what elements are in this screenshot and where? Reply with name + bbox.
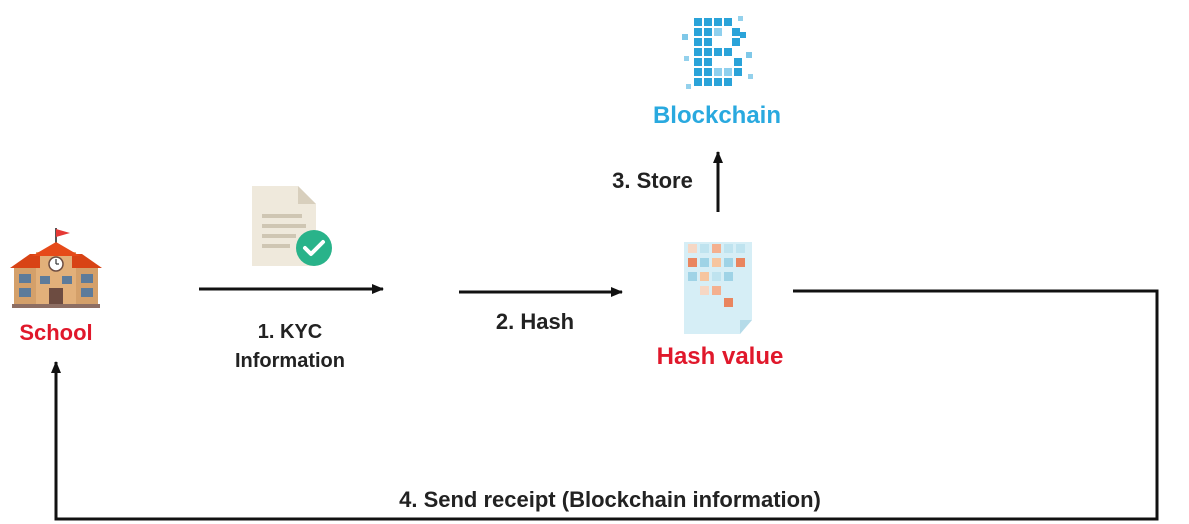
edge-label-kyc-line2: Information bbox=[235, 350, 345, 372]
blockchain-label: Blockchain bbox=[652, 102, 782, 129]
school-building-icon bbox=[10, 228, 102, 308]
arrow-receipt bbox=[51, 289, 1159, 521]
document-check-icon bbox=[252, 186, 332, 266]
edge-label-receipt: 4. Send receipt (Blockchain information) bbox=[399, 487, 821, 512]
hash-value-label: Hash value bbox=[656, 343, 784, 370]
edge-label-kyc-line1: 1. KYC bbox=[257, 321, 323, 343]
edge-label-store: 3. Store bbox=[612, 168, 693, 193]
edge-label-kyc: 1. KYC Information bbox=[190, 318, 390, 376]
school-label: School bbox=[19, 320, 93, 345]
edge-label-hash: 2. Hash bbox=[495, 309, 575, 334]
blockchain-b-logo-icon bbox=[682, 16, 753, 89]
hash-grid-document-icon bbox=[684, 242, 752, 334]
